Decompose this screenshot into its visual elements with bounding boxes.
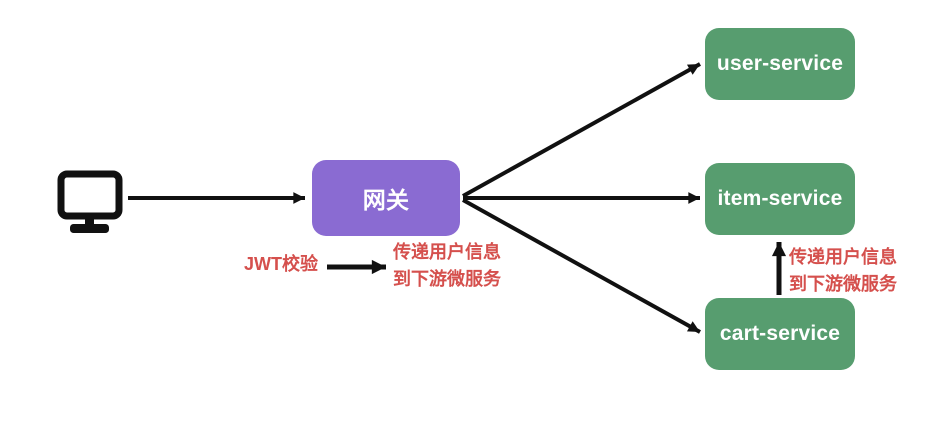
node-gateway-label: 网关 bbox=[362, 187, 410, 213]
gateway-note-annotation: 传递用户信息 到下游微服务 bbox=[393, 239, 501, 293]
cart-note-line1: 传递用户信息 bbox=[789, 247, 897, 267]
arrow-gateway-to-user-service bbox=[462, 62, 701, 198]
cart-note-annotation: 传递用户信息 到下游微服务 bbox=[789, 244, 897, 298]
gateway-note-line1: 传递用户信息 bbox=[393, 242, 501, 262]
cart-note-line2: 到下游微服务 bbox=[789, 274, 897, 294]
jwt-annotation: JWT校验 bbox=[244, 254, 318, 274]
node-gateway: 网关 bbox=[312, 160, 460, 236]
node-user-service-label: user-service bbox=[716, 52, 844, 75]
monitor-icon bbox=[57, 170, 123, 233]
arrow-gateway-to-cart-service bbox=[462, 198, 701, 334]
node-cart-service-label: cart-service bbox=[719, 322, 841, 345]
node-cart-service: cart-service bbox=[705, 298, 855, 370]
gateway-note-line2: 到下游微服务 bbox=[393, 269, 501, 289]
node-user-service: user-service bbox=[705, 28, 855, 100]
node-item-service-label: item-service bbox=[717, 187, 843, 210]
node-item-service: item-service bbox=[705, 163, 855, 235]
